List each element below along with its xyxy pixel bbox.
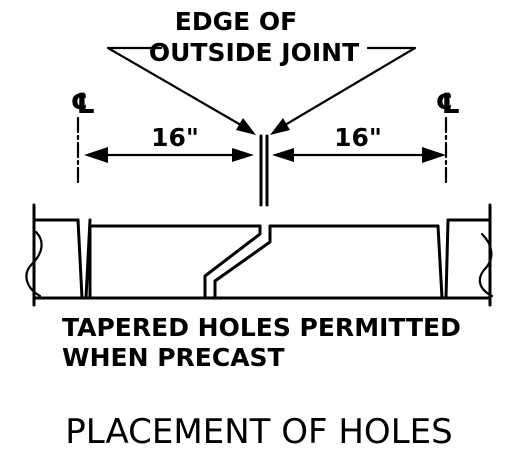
dimension-left-label: 16" <box>151 123 199 152</box>
note-line1: TAPERED HOLES PERMITTED <box>62 313 461 342</box>
dimension-right-label: 16" <box>334 123 382 152</box>
edge-label-line1: EDGE OF <box>175 7 297 36</box>
diagram-title: PLACEMENT OF HOLES <box>65 412 452 452</box>
slab-section <box>25 203 494 307</box>
note-line2: WHEN PRECAST <box>62 343 285 372</box>
joint-edge-lines <box>259 134 269 207</box>
edge-label-line2: OUTSIDE JOINT <box>149 38 359 67</box>
centerline-symbol-left: ℄ <box>70 87 95 120</box>
centerline-symbol-right: ℄ <box>435 87 460 120</box>
dimension-lines <box>84 147 446 163</box>
leader-lines <box>106 46 417 135</box>
